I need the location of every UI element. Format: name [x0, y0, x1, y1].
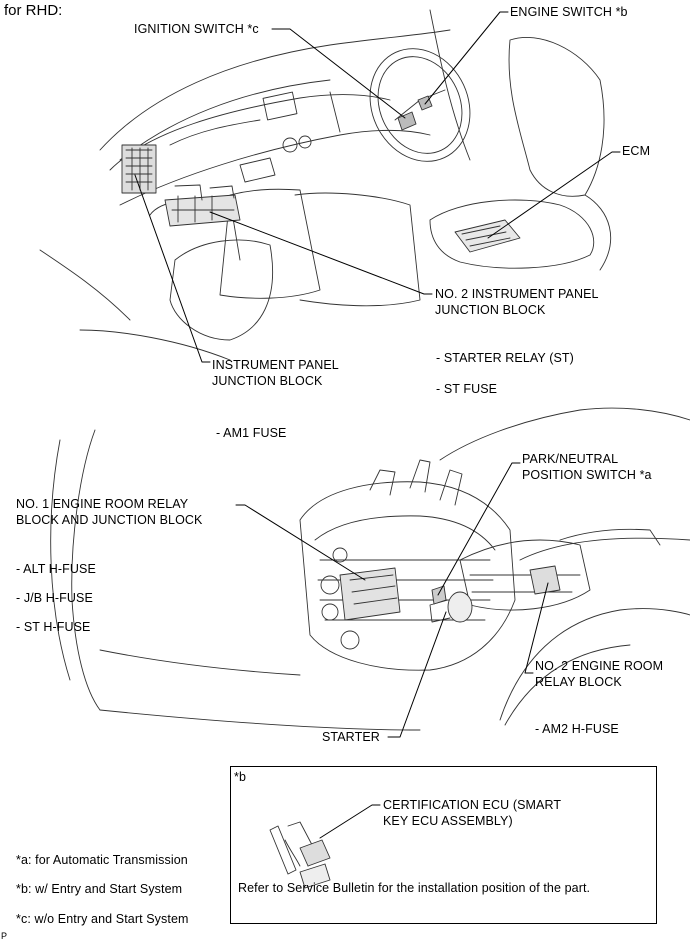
- interior-illustration: [39, 9, 612, 361]
- engine-switch-label: ENGINE SWITCH *b: [510, 5, 628, 19]
- no2-instrument-panel-junction-block-label: NO. 2 INSTRUMENT PANEL JUNCTION BLOCK: [435, 287, 599, 317]
- illustration-code: P: [1, 931, 8, 941]
- certification-ecu-illustration: [269, 821, 331, 889]
- leader-lines: [134, 11, 621, 839]
- jb-h-fuse-label: - J/B H-FUSE: [16, 591, 93, 605]
- footnote-c: *c: w/o Entry and Start System: [16, 912, 189, 926]
- inset-box: [230, 766, 657, 924]
- certification-ecu-label: CERTIFICATION ECU (SMART KEY ECU ASSEMBL…: [383, 798, 562, 828]
- alt-h-fuse-label: - ALT H-FUSE: [16, 562, 96, 576]
- starter-relay-label: - STARTER RELAY (ST): [436, 351, 574, 365]
- st-h-fuse-label: - ST H-FUSE: [16, 620, 91, 634]
- park-neutral-position-switch-label: PARK/NEUTRAL POSITION SWITCH *a: [522, 452, 652, 482]
- am1-fuse-label: - AM1 FUSE: [216, 426, 287, 440]
- footnote-a: *a: for Automatic Transmission: [16, 853, 188, 867]
- no1-engine-room-relay-block-label: NO. 1 ENGINE ROOM RELAY BLOCK AND JUNCTI…: [16, 497, 203, 527]
- inset-tag: *b: [234, 770, 247, 784]
- starter-label: STARTER: [322, 730, 380, 744]
- footnote-b: *b: w/ Entry and Start System: [16, 882, 183, 896]
- instrument-panel-junction-block-label: INSTRUMENT PANEL JUNCTION BLOCK: [212, 358, 339, 388]
- no2-engine-room-relay-block-label: NO. 2 ENGINE ROOM RELAY BLOCK: [535, 659, 664, 689]
- am2-h-fuse-label: - AM2 H-FUSE: [535, 722, 619, 736]
- ignition-switch-label: IGNITION SWITCH *c: [134, 22, 259, 36]
- engine-illustration: [50, 407, 690, 731]
- inset-note: Refer to Service Bulletin for the instal…: [238, 881, 591, 895]
- st-fuse-label: - ST FUSE: [436, 382, 498, 396]
- page-title: for RHD:: [4, 2, 63, 19]
- ecm-label: ECM: [622, 144, 651, 158]
